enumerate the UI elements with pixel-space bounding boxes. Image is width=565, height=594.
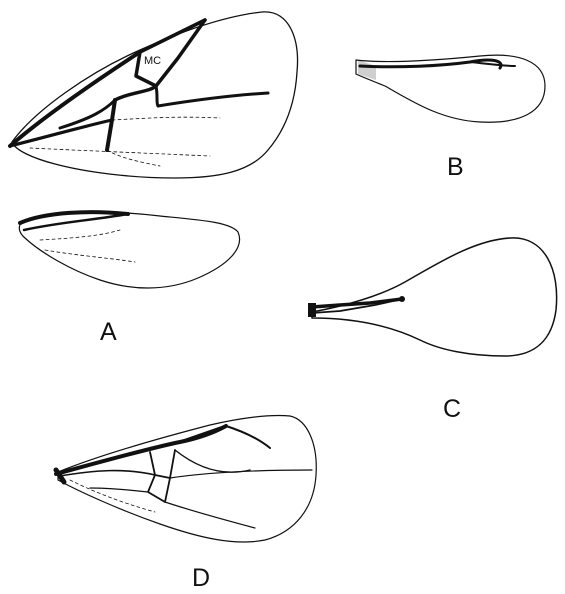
wing-c-vein [312,299,402,307]
panel-b-wing [356,55,545,122]
panel-a-forewing [10,12,298,178]
wing-d-cross-vein-1 [150,450,175,478]
wing-c-vein-tip [399,296,405,302]
marginal-cell [136,20,205,86]
marginal-cell-label: MC [144,56,161,67]
panel-label-c: C [443,397,461,422]
radial-vein [115,86,156,100]
panel-a-hindwing [19,212,239,288]
hindwing-faint-vein-2 [45,250,135,262]
basal-vein [60,100,115,128]
panel-label-b: B [447,155,464,180]
wing-d-outer-vein-1 [175,450,250,472]
panel-label-d: D [192,566,210,591]
wing-d-marginal-vein [226,426,270,448]
wing-b-base-shading [358,60,376,80]
panel-c-wing [308,238,557,356]
wing-d-lower-vein [90,488,148,492]
wing-d-faint-vein [70,480,155,512]
wing-d-costal-vein [56,426,226,474]
wing-d-median-vein [60,471,155,476]
faint-vein-1 [112,117,220,120]
wing-d-stigma [180,426,226,442]
wing-b-stigma-vein [470,62,515,66]
wing-c-outline [312,238,557,356]
hindwing-faint-vein-1 [40,230,120,240]
discal-vein [156,86,268,106]
wing-d-cross-vein-2 [148,475,170,502]
wing-d-outer-vein-3 [165,502,255,528]
panel-d-wing [56,415,316,542]
wing-c-base [308,303,316,317]
faint-vein-2 [30,148,210,156]
wing-d-outer-vein-2 [170,470,312,478]
hindwing-outline [19,212,239,288]
wing-d-outline [58,415,316,542]
panel-label-a: A [100,320,117,345]
